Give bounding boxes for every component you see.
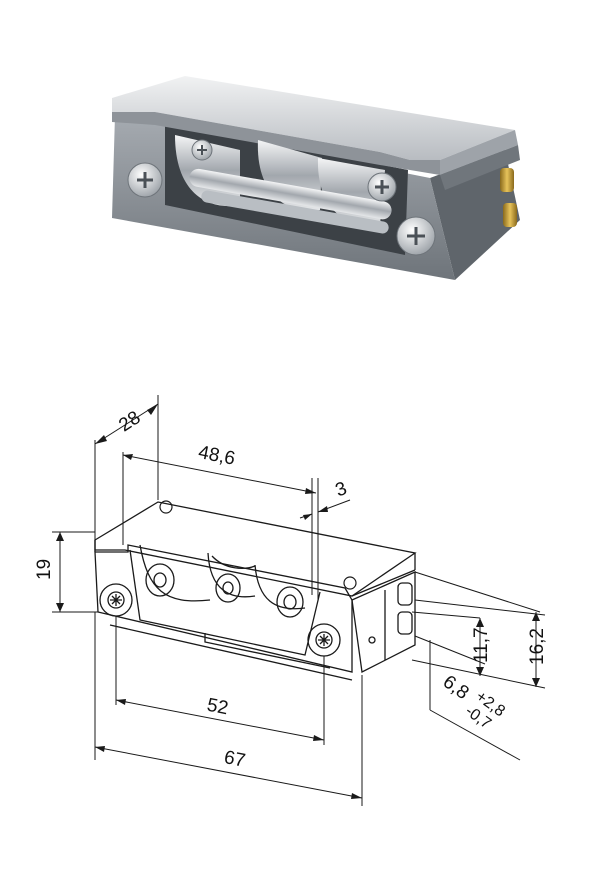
brass-terminal-icon (500, 168, 517, 227)
tolerance-base-label: 6,8 (439, 671, 473, 704)
screw-icon (367, 172, 397, 202)
latch-rollers (175, 135, 392, 234)
drawing-outline (94, 501, 417, 681)
dim-screw-spacing-top-label: 48,6 (196, 442, 236, 470)
dimension-lines (52, 395, 546, 806)
screw-icon (307, 623, 341, 657)
dimension-arrows (56, 404, 540, 799)
dim-terminal-height-label: 11,7 (471, 627, 492, 663)
dim-end-height-label: 16,2 (527, 628, 548, 665)
dim-screw-spacing-bottom-label: 52 (205, 695, 230, 720)
screw-icon (191, 139, 213, 161)
product-photo (112, 76, 520, 280)
dim-overall-length-label: 67 (222, 747, 247, 772)
screw-icon (159, 500, 357, 590)
dim-depth-label: 28 (115, 407, 144, 436)
screw-icon (396, 216, 436, 256)
screw-icon (99, 583, 133, 617)
screw-icon (127, 162, 163, 198)
dim-latch-offset-label: 3 (333, 478, 350, 501)
dim-height-label: 19 (34, 559, 55, 580)
